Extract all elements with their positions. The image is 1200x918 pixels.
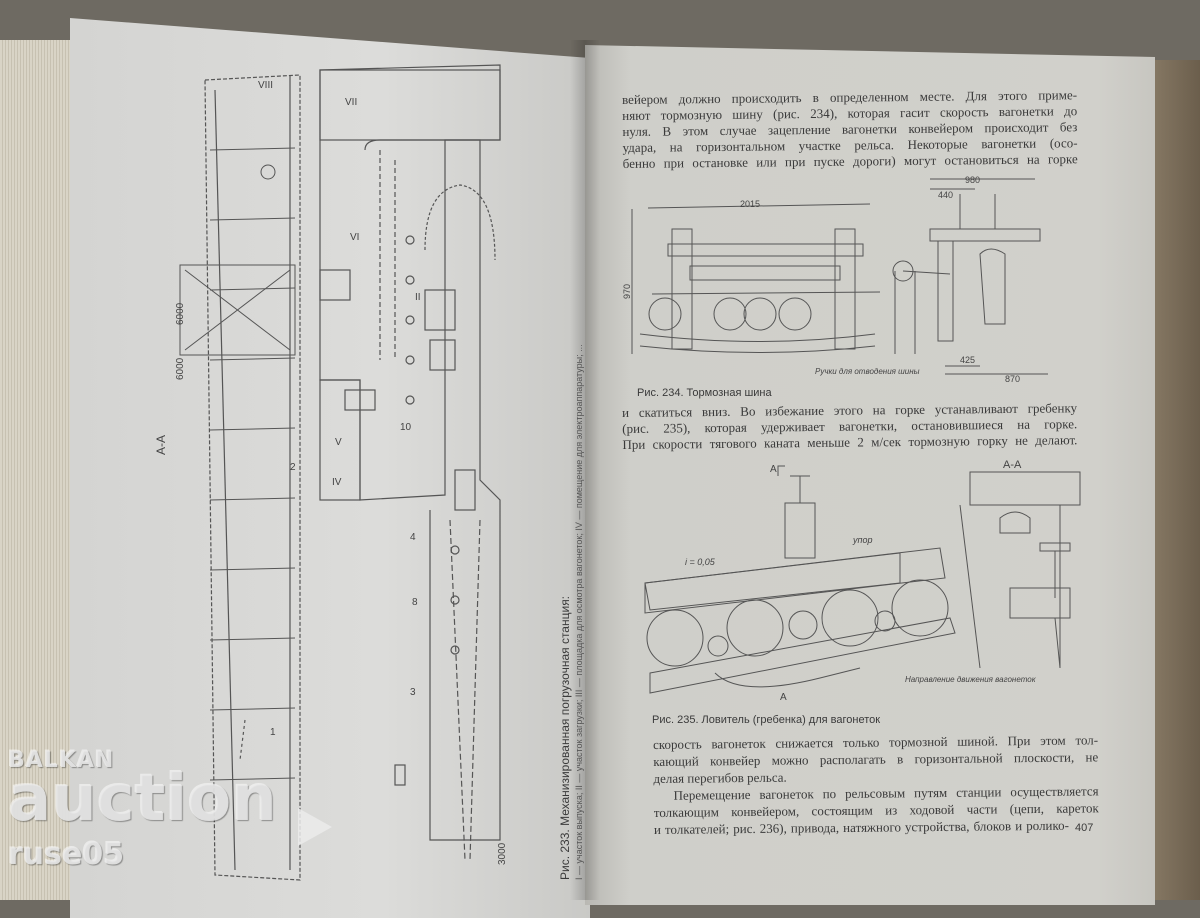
stop-label: упор [852,535,872,545]
part-label: 10 [400,422,412,433]
dimension-label: 440 [938,190,953,200]
figure-235-drawing: А А А-А упор i = 0,05 Направление движен… [644,459,1081,703]
figure-234-drawing: 2015 970 980 440 425 870 Ручки для отвод… [622,175,1048,384]
part-label: 8 [412,597,418,608]
watermark-line: BALKAN [8,748,115,773]
dimension-label: 6000 [175,357,186,380]
section-label: А-А [154,435,168,455]
section-label: А-А [1003,459,1022,471]
watermark-line: auction [8,762,277,836]
section-mark: А [780,692,787,703]
figure-233-caption: Рис. 233. Механизированная погрузочная с… [558,595,572,880]
figure-233-drawing: VIII VII VI V IV II 1 2 3 4 8 10 6000 60… [154,64,508,881]
handles-label: Ручки для отводения шины [815,367,920,376]
dimension-label: 2015 [740,199,760,209]
slope-label: i = 0,05 [685,557,716,567]
part-label: 1 [270,727,276,738]
left-page [70,18,590,918]
figure-234-caption: Рис. 234. Тормозная шина [637,387,772,399]
page-number: 407 [1075,822,1094,834]
paragraph-middle: и скатиться вниз. Во избежание этого на … [622,400,1077,453]
watermark-line: ruse05 [8,837,125,872]
watermark-logo: BALKAN auction ruse05 [8,748,332,872]
paragraph-bottom: скорость вагонеток снижается только торм… [653,731,1099,838]
figure-233-legend: I — участок выпуска; II — участок загруз… [574,344,584,880]
dimension-label: 3000 [497,842,508,865]
zone-label: IV [332,477,342,488]
part-label: 3 [410,687,416,698]
figure-235-caption: Рис. 235. Ловитель (гребенка) для вагоне… [652,714,881,726]
book-gutter [570,40,600,900]
zone-label: VI [350,232,359,243]
dimension-label: 425 [960,355,975,365]
part-label: 4 [410,532,416,543]
dimension-label: 870 [1005,374,1020,384]
page-edges [0,40,80,900]
zone-label: VIII [258,80,273,91]
paragraph-top: вейером должно происходить в определенно… [622,87,1078,172]
zone-label: V [335,437,342,448]
dimension-label: 980 [965,175,980,185]
part-label: 2 [290,462,296,473]
dimension-label: 6000 [175,302,186,325]
section-mark: А [770,464,777,475]
zone-label: VII [345,97,357,108]
dimension-label: 970 [622,284,632,299]
direction-label: Направление движения вагонеток [905,675,1037,684]
zone-label: II [415,292,421,303]
figure-233-caption-block: Рис. 233. Механизированная погрузочная с… [558,40,586,880]
play-icon [298,808,332,846]
right-page [585,45,1155,905]
